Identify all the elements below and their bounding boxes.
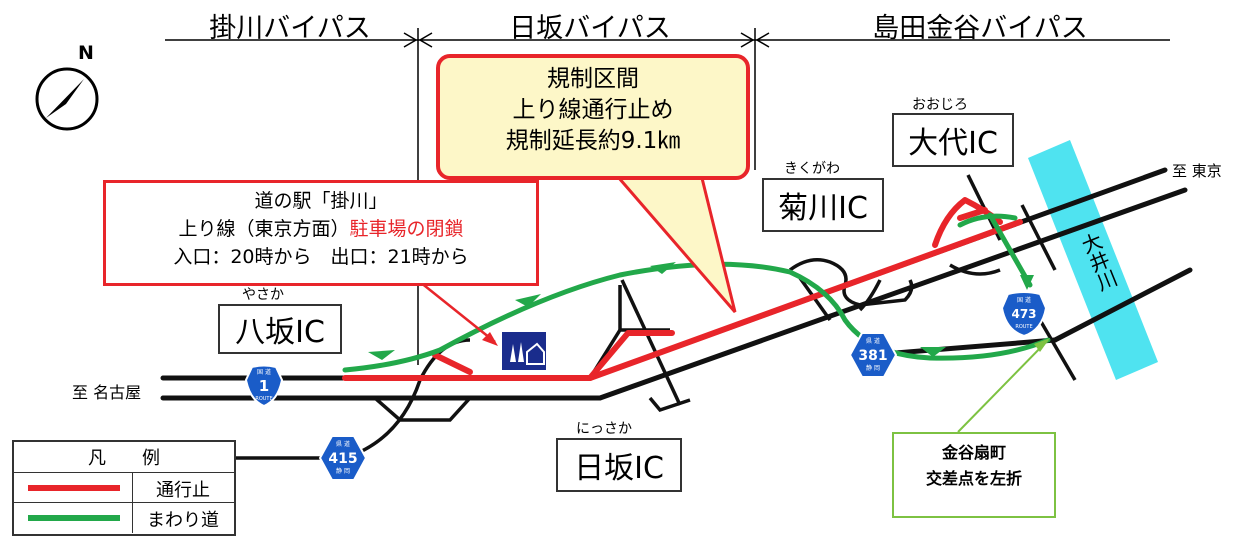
detour-route xyxy=(342,212,1051,373)
section-kakegawa-bypass: 掛川バイパス xyxy=(209,13,371,44)
section-header-lines xyxy=(165,28,1170,365)
route-415-bottom: 静 岡 xyxy=(336,467,350,475)
compass-icon xyxy=(35,67,99,131)
route-shield-381: 県 道 381 静 岡 xyxy=(848,332,898,378)
legend-label-closure: 通行止 xyxy=(156,480,210,501)
michinoeki-line1: 道の駅「掛川」 xyxy=(254,190,388,212)
route-415-number: 415 xyxy=(328,451,357,467)
regulation-line3: 規制延長約9.1㎞ xyxy=(505,128,681,154)
legend-label-detour: まわり道 xyxy=(147,510,219,531)
destination-tokyo: 至 東京 xyxy=(1172,162,1222,180)
kanaya-line2: 交差点を左折 xyxy=(925,469,1022,488)
michinoeki-line2-red: 駐車場の閉鎖 xyxy=(349,218,464,240)
route-shield-415: 県 道 415 静 岡 xyxy=(318,435,368,481)
ic-yasaka-reading: やさか xyxy=(242,287,284,303)
route-1-top: 国 道 xyxy=(257,368,271,376)
legend-item-closure: 通行止 xyxy=(14,472,234,503)
route-381-top: 県 道 xyxy=(866,337,880,345)
section-nissaka-bypass: 日坂バイパス xyxy=(509,13,671,44)
route-381-number: 381 xyxy=(858,348,887,364)
ic-yasaka: 八坂IC xyxy=(218,304,342,354)
route-381-bottom: 静 岡 xyxy=(866,364,880,372)
michinoeki-line2-prefix: 上り線（東京方面） xyxy=(178,218,350,240)
legend-item-detour: まわり道 xyxy=(14,502,234,533)
section-shimada-kanaya-bypass: 島田金谷バイパス xyxy=(872,13,1088,44)
ic-kikugawa-reading: きくがわ xyxy=(784,161,840,177)
route-473-number: 473 xyxy=(1011,307,1036,321)
ic-oshiro: 大代IC xyxy=(892,113,1014,167)
ic-nissaka-reading: にっさか xyxy=(576,421,632,437)
regulation-line1: 規制区間 xyxy=(547,66,639,92)
route-473-bottom: ROUTE xyxy=(1015,324,1032,330)
regulation-line2: 上り線通行止め xyxy=(512,97,674,123)
ic-nissaka: 日坂IC xyxy=(556,438,682,492)
ic-kikugawa: 菊川IC xyxy=(762,178,884,232)
michinoeki-line2: 上り線（東京方面）駐車場の閉鎖 xyxy=(106,215,536,243)
route-shield-1: 国 道 1 ROUTE xyxy=(244,364,284,408)
compass-north-label: N xyxy=(78,42,94,64)
legend-swatch-closure xyxy=(28,485,120,491)
destination-nagoya: 至 名古屋 xyxy=(72,383,142,402)
kanaya-callout: 金谷扇町 交差点を左折 xyxy=(892,432,1056,518)
michinoeki-icon xyxy=(502,332,546,370)
michinoeki-line3: 入口：20時から 出口：21時から xyxy=(173,246,469,268)
closure-route xyxy=(342,197,1023,381)
regulation-callout: 規制区間 上り線通行止め 規制延長約9.1㎞ xyxy=(436,54,750,180)
legend-swatch-detour xyxy=(28,515,120,521)
route-1-bottom: ROUTE xyxy=(255,396,272,402)
legend: 凡 例 通行止 まわり道 xyxy=(12,440,236,536)
michinoeki-callout: 道の駅「掛川」 上り線（東京方面）駐車場の閉鎖 入口：20時から 出口：21時か… xyxy=(103,180,539,286)
legend-title: 凡 例 xyxy=(88,448,160,469)
route-415-top: 県 道 xyxy=(336,440,350,448)
kanaya-line1: 金谷扇町 xyxy=(941,443,1006,462)
route-shield-473: 国 道 473 ROUTE xyxy=(1000,291,1048,338)
route-473-top: 国 道 xyxy=(1017,296,1031,304)
ic-oshiro-reading: おおじろ xyxy=(912,97,968,113)
river-oigawa xyxy=(1028,140,1158,380)
route-1-number: 1 xyxy=(259,377,269,395)
